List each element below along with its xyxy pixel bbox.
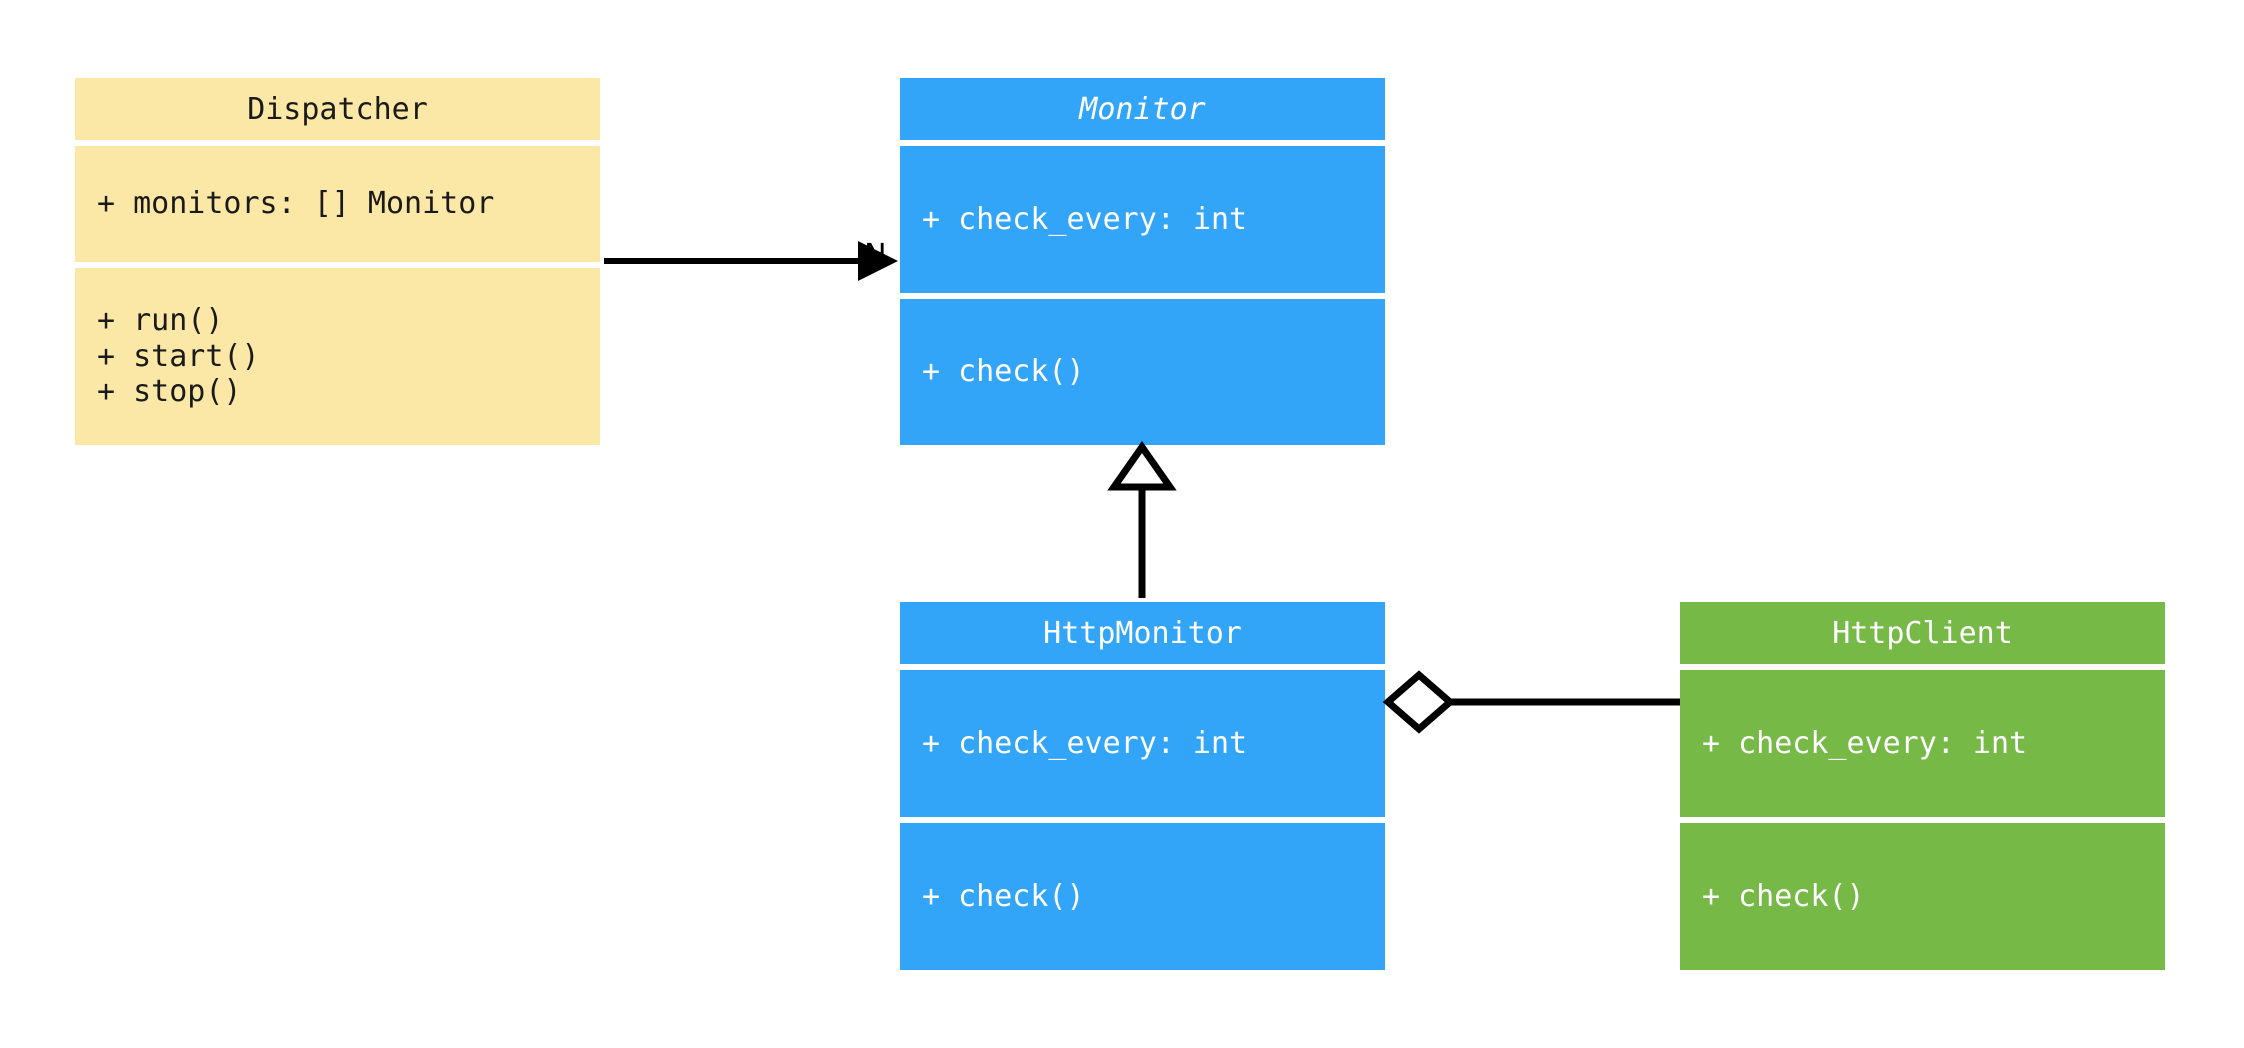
class-title-monitor: Monitor (900, 78, 1385, 140)
method-row: + check() (922, 354, 1085, 390)
class-name-text: HttpClient (1832, 615, 2013, 651)
method-row: + check() (1702, 878, 1865, 914)
class-attributes-dispatcher: + monitors: [] Monitor (75, 146, 600, 262)
relation-label-multiplicity: N (826, 203, 887, 308)
relation-httpmonitor-to-httpclient (1382, 670, 1680, 734)
class-divider (900, 817, 1385, 823)
class-name-text: Dispatcher (247, 91, 428, 127)
class-box-dispatcher[interactable]: Dispatcher + monitors: [] Monitor + run(… (75, 78, 600, 445)
class-box-httpmonitor[interactable]: HttpMonitor + check_every: int + check() (900, 602, 1385, 970)
method-row: + run() (97, 303, 224, 339)
class-box-httpclient[interactable]: HttpClient + check_every: int + check() (1680, 602, 2165, 970)
class-attributes-httpclient: + check_every: int (1680, 670, 2165, 817)
class-title-httpmonitor: HttpMonitor (900, 602, 1385, 664)
attribute-row: + monitors: [] Monitor (97, 186, 495, 222)
class-attributes-httpmonitor: + check_every: int (900, 670, 1385, 817)
attribute-row: + check_every: int (922, 201, 1248, 237)
class-attributes-monitor: + check_every: int (900, 146, 1385, 293)
class-methods-httpclient: + check() (1680, 823, 2165, 970)
class-divider (1680, 817, 2165, 823)
method-row: + stop() (97, 374, 242, 410)
hollow-diamond-icon (1382, 670, 1456, 734)
method-row: + check() (922, 878, 1085, 914)
class-divider (900, 140, 1385, 146)
class-divider (900, 293, 1385, 299)
class-divider (1680, 664, 2165, 670)
method-row: + start() (97, 338, 260, 374)
class-box-monitor[interactable]: Monitor + check_every: int + check() (900, 78, 1385, 445)
relation-label-text: N (864, 238, 887, 273)
attribute-row: + check_every: int (1702, 725, 2028, 761)
relation-httpmonitor-to-monitor (1107, 440, 1177, 598)
attribute-row: + check_every: int (922, 725, 1248, 761)
class-divider (75, 262, 600, 268)
class-title-dispatcher: Dispatcher (75, 78, 600, 140)
class-divider (75, 140, 600, 146)
hollow-triangle-icon (1107, 440, 1177, 491)
class-name-text: HttpMonitor (1043, 615, 1242, 651)
class-methods-monitor: + check() (900, 299, 1385, 445)
class-divider (900, 664, 1385, 670)
class-methods-dispatcher: + run() + start() + stop() (75, 268, 600, 445)
class-methods-httpmonitor: + check() (900, 823, 1385, 970)
class-name-text: Monitor (1079, 91, 1206, 127)
class-title-httpclient: HttpClient (1680, 602, 2165, 664)
